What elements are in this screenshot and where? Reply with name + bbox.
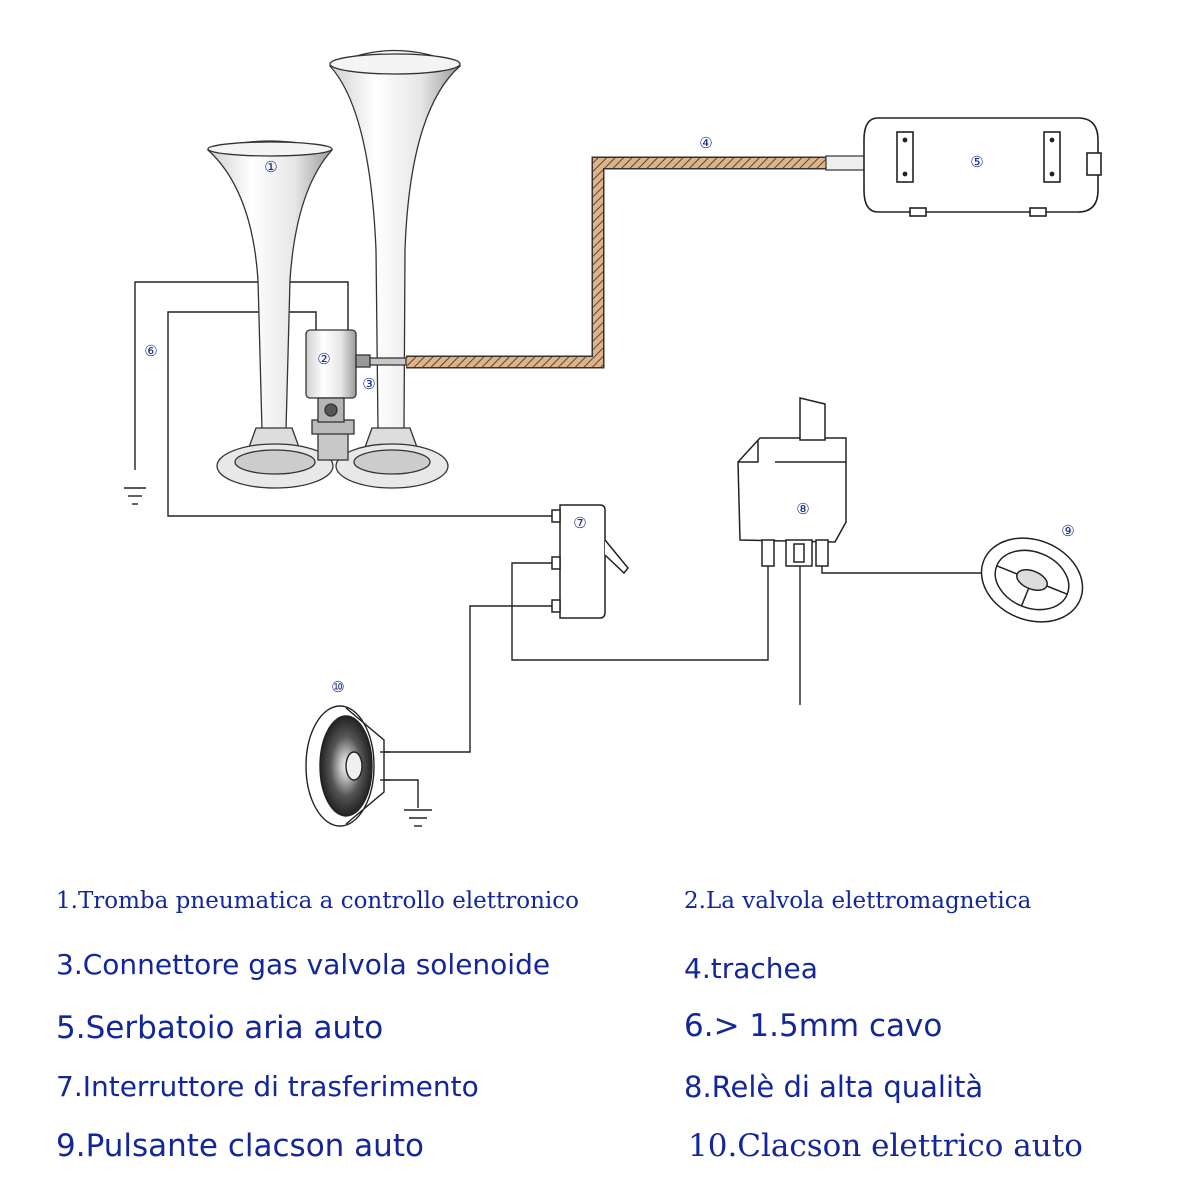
wires — [134, 281, 985, 808]
legend-item-8: 8.Relè di alta qualità — [684, 1070, 984, 1104]
transfer-switch — [551, 504, 629, 619]
air-tank — [863, 117, 1102, 217]
wire-speaker-ground — [384, 779, 419, 808]
callout-2: ② — [317, 350, 330, 368]
wire-switch-speaker — [384, 605, 552, 753]
legend-item-1: 1.Tromba pneumatica a controllo elettron… — [56, 888, 579, 914]
steering-wheel-button — [980, 537, 1084, 623]
solenoid-valve — [305, 329, 407, 423]
relay — [737, 397, 847, 567]
wire-relay-wheel — [821, 566, 985, 574]
trachea-hose — [406, 155, 867, 369]
callout-4-text: ④ — [699, 134, 712, 152]
callout-1: ① — [264, 158, 277, 176]
electric-horn-speaker — [305, 705, 390, 827]
legend-item-6: 6.> 1.5mm cavo — [684, 1008, 943, 1044]
air-horn-assembly — [206, 49, 462, 489]
horn-wiring-diagram: ① ② ③ ④ ⑤ ⑥ ⑦ ⑧ ⑨ ⑩ — [124, 49, 1102, 827]
callout-5: ⑤ — [970, 153, 983, 171]
callout-9: ⑨ — [1061, 522, 1074, 540]
legend: 1.Tromba pneumatica a controllo elettron… — [0, 870, 1200, 1190]
ground-symbol-left — [124, 487, 146, 505]
callout-4: ④ — [699, 134, 712, 152]
wire-switch-relay — [511, 562, 769, 661]
callout-1-text: ① — [264, 158, 277, 176]
big-trumpet — [328, 49, 462, 431]
wire-solenoid-ground — [134, 281, 349, 470]
legend-item-3: 3.Connettore gas valvola solenoide — [56, 948, 551, 981]
callout-5-text: ⑤ — [970, 153, 983, 171]
callout-2-text: ② — [317, 350, 330, 368]
callout-7-text: ⑦ — [573, 514, 586, 532]
legend-item-2: 2.La valvola elettromagnetica — [684, 888, 1032, 914]
callout-10-text: ⑩ — [331, 678, 344, 696]
legend-item-4: 4.trachea — [684, 952, 818, 985]
ground-symbol-speaker — [404, 809, 432, 827]
legend-item-7: 7.Interruttore di trasferimento — [56, 1070, 479, 1103]
callout-3: ③ — [362, 375, 375, 393]
callout-6-text: ⑥ — [144, 342, 157, 360]
callout-7: ⑦ — [573, 514, 586, 532]
callout-8-text: ⑧ — [796, 500, 809, 518]
callout-3-text: ③ — [362, 375, 375, 393]
legend-item-5: 5.Serbatoio aria auto — [56, 1010, 384, 1046]
legend-item-10: 10.Clacson elettrico auto — [688, 1128, 1083, 1164]
callout-10: ⑩ — [331, 678, 344, 696]
callout-9-text: ⑨ — [1061, 522, 1074, 540]
legend-item-9: 9.Pulsante clacson auto — [56, 1128, 424, 1164]
callout-8: ⑧ — [796, 500, 809, 518]
callout-6: ⑥ — [144, 342, 157, 360]
small-trumpet — [206, 140, 334, 431]
wire-solenoid-switch — [167, 311, 552, 517]
